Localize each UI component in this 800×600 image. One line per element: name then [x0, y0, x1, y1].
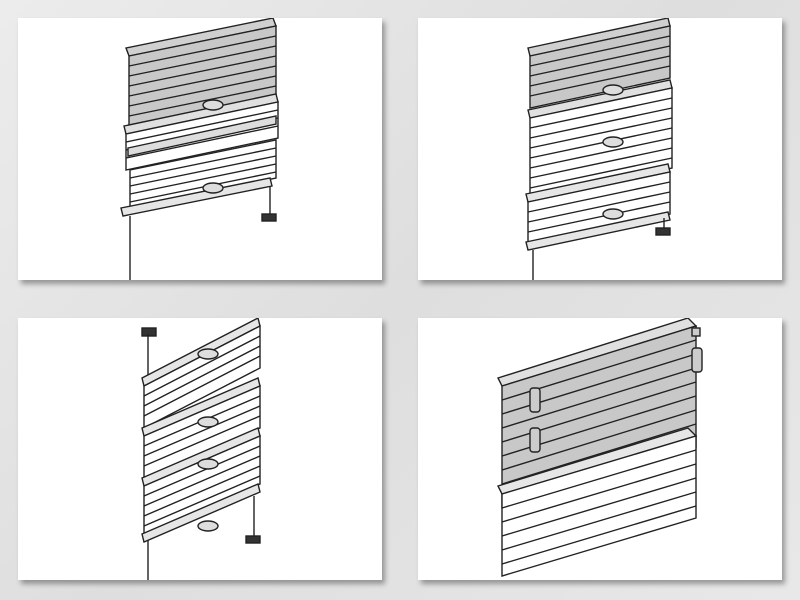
blind-panel-1: [18, 18, 382, 280]
blind-panel-3: [18, 318, 382, 580]
pleated-blind-drawing-3: [141, 318, 261, 580]
blind-panel-2: [418, 18, 782, 280]
blind-panel-4: [418, 318, 782, 580]
handle: [202, 99, 224, 111]
pleated-blind-drawing-2: [525, 18, 673, 280]
pleated-blind-drawing-4: [497, 318, 703, 577]
cord-weight: [261, 213, 277, 222]
pleated-blind-drawing-1: [120, 18, 279, 280]
